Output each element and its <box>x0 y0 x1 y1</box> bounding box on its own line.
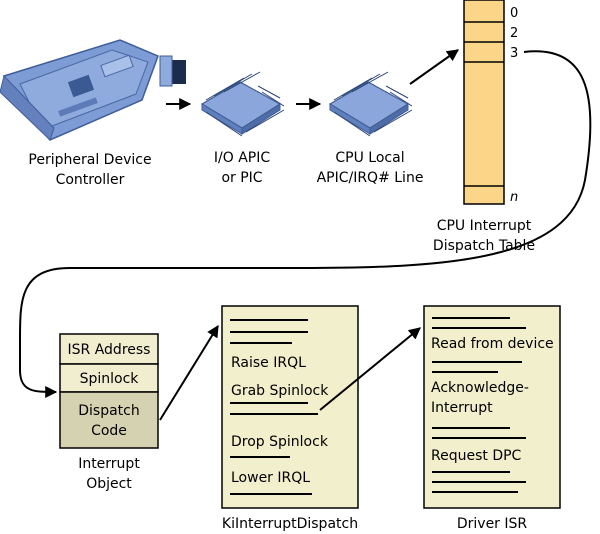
arrow-cpu-to-table <box>409 49 459 85</box>
ki-dispatch-placeholder-lines <box>230 319 318 495</box>
chip-icon <box>328 71 413 137</box>
table-label-line1: CPU Interrupt <box>437 218 532 234</box>
cpu-local-label-line1: CPU Local <box>335 150 404 166</box>
ki-dispatch-label: KiInterruptDispatch <box>222 516 358 532</box>
cpu-local-label-line2: APIC/IRQ# Line <box>317 170 424 186</box>
interrupt-object-label-line2: Object <box>86 476 132 492</box>
driver-isr-label: Driver ISR <box>457 516 528 532</box>
table-index-n: n <box>510 190 518 205</box>
table-index-0: 0 <box>510 6 518 21</box>
isr-address-field: ISR Address <box>68 342 151 358</box>
ioapic-label-line2: or PIC <box>221 170 262 186</box>
ki-line-raise-irql: Raise IRQL <box>231 355 306 371</box>
ioapic-label-line1: I/O APIC <box>214 150 270 166</box>
driver-isr-placeholder-lines <box>432 317 526 493</box>
ki-dispatch-box <box>221 305 359 509</box>
peripheral-label-line2: Controller <box>56 172 125 188</box>
pci-card-icon <box>0 39 186 141</box>
arrow-object-to-ki <box>159 324 219 421</box>
table-index-3: 3 <box>510 46 518 61</box>
arrow-ki-to-isr <box>319 327 421 411</box>
chip-icon <box>200 71 285 137</box>
interrupt-object-label-line1: Interrupt <box>78 456 140 472</box>
isr-line-read-from-device: Read from device <box>431 336 554 352</box>
ki-line-lower-irql: Lower IRQL <box>231 470 310 486</box>
spinlock-field: Spinlock <box>80 371 140 387</box>
ki-line-grab-spinlock: Grab Spinlock <box>231 383 329 399</box>
arrow-table-to-interrupt-object <box>19 50 592 398</box>
peripheral-label-line1: Peripheral Device <box>28 152 151 168</box>
isr-line-interrupt: Interrupt <box>431 400 493 416</box>
interrupt-object-box <box>59 333 159 449</box>
dispatch-code-line2: Code <box>91 423 127 439</box>
dispatch-table <box>463 0 505 205</box>
dispatch-code-line1: Dispatch <box>78 403 140 419</box>
isr-line-acknowledge: Acknowledge- <box>431 380 529 396</box>
isr-line-request-dpc: Request DPC <box>431 448 522 464</box>
table-index-2: 2 <box>510 26 518 41</box>
ki-line-drop-spinlock: Drop Spinlock <box>231 434 329 450</box>
driver-isr-box <box>423 305 561 509</box>
